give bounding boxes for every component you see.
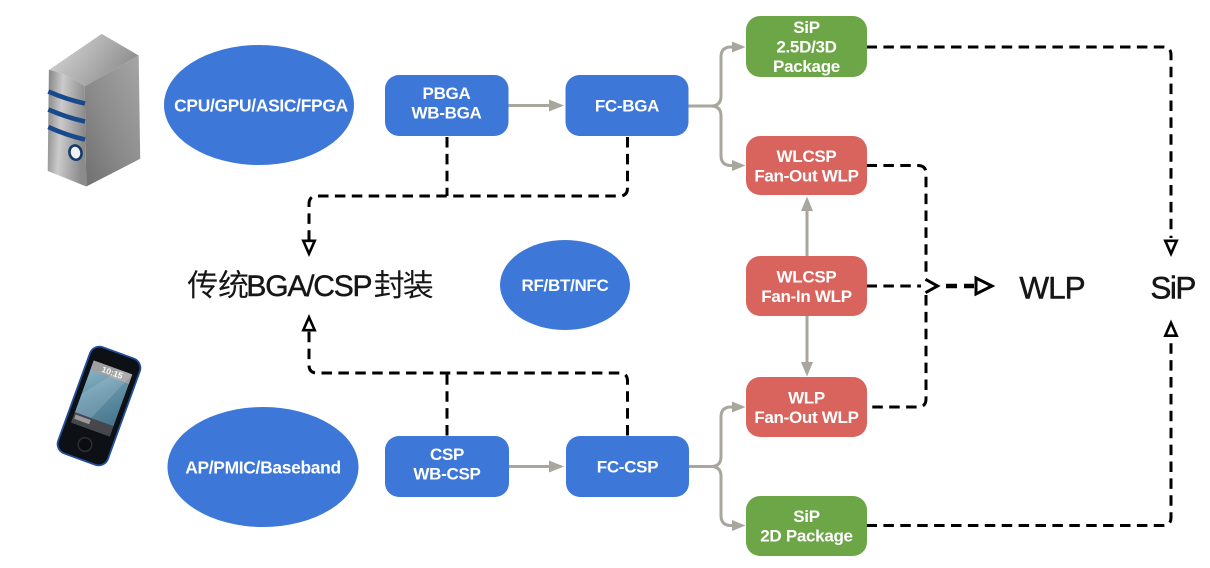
- svg-text:SiP: SiP: [793, 18, 820, 37]
- svg-text:SiP: SiP: [793, 507, 820, 526]
- svg-text:SiP: SiP: [1150, 269, 1195, 305]
- svg-text:BGA/CSP: BGA/CSP: [246, 270, 371, 303]
- svg-text:Fan-Out WLP: Fan-Out WLP: [754, 408, 858, 427]
- svg-text:AP/PMIC/Baseband: AP/PMIC/Baseband: [185, 458, 341, 478]
- svg-text:Fan-Out WLP: Fan-Out WLP: [754, 167, 858, 186]
- svg-text:WLCSP: WLCSP: [777, 147, 837, 166]
- svg-text:2.5D/3D: 2.5D/3D: [776, 38, 836, 57]
- svg-text:WLP: WLP: [788, 389, 825, 408]
- svg-text:WB-BGA: WB-BGA: [412, 104, 482, 123]
- svg-text:WLCSP: WLCSP: [777, 268, 837, 287]
- svg-text:Fan-In WLP: Fan-In WLP: [761, 287, 851, 306]
- svg-text:WLP: WLP: [1019, 269, 1084, 305]
- svg-text:PBGA: PBGA: [423, 84, 471, 103]
- svg-text:RF/BT/NFC: RF/BT/NFC: [521, 276, 608, 295]
- svg-text:CPU/GPU/ASIC/FPGA: CPU/GPU/ASIC/FPGA: [174, 96, 348, 116]
- svg-text:WB-CSP: WB-CSP: [413, 465, 480, 484]
- svg-text:FC-BGA: FC-BGA: [595, 97, 659, 116]
- svg-text:2D Package: 2D Package: [760, 527, 852, 546]
- svg-text:FC-CSP: FC-CSP: [597, 458, 658, 477]
- svg-text:CSP: CSP: [430, 445, 464, 464]
- svg-text:Package: Package: [773, 57, 840, 76]
